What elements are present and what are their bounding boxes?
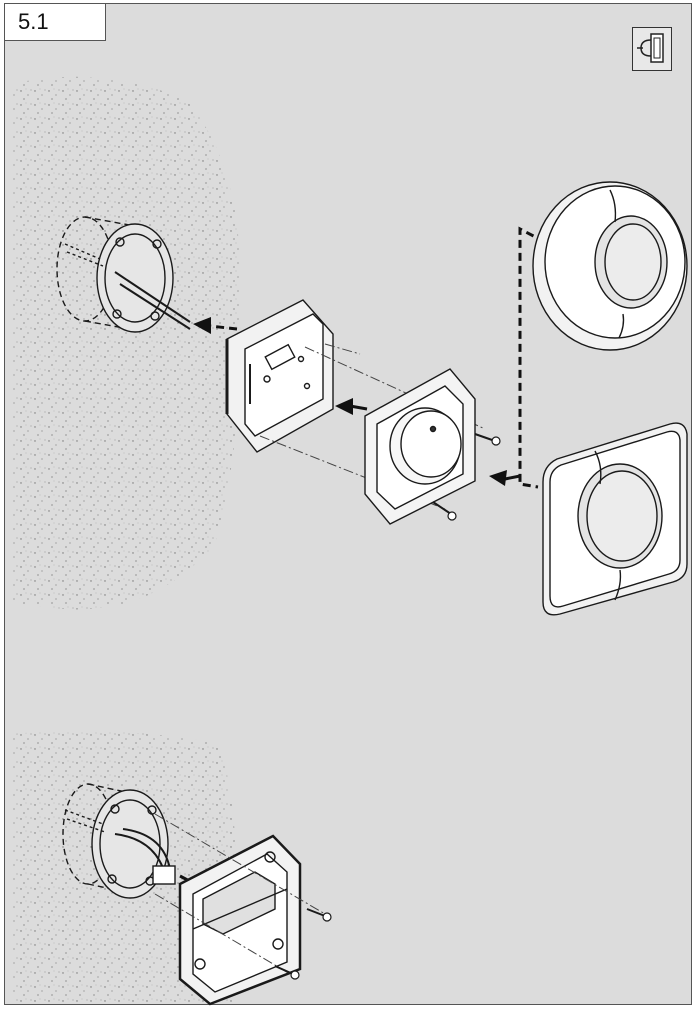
mounting-screw-upper xyxy=(306,908,332,922)
round-frame-icon xyxy=(532,181,688,351)
arrow-frame-options xyxy=(489,226,546,489)
thermostat-base-module xyxy=(225,299,334,453)
regulator-insert-with-knob xyxy=(364,368,476,525)
wall-mount-icon xyxy=(632,27,672,71)
alignment-guides-lower xyxy=(154,813,326,975)
flush-mounting-box xyxy=(56,216,191,333)
fixing-screw-right xyxy=(474,433,501,446)
fixing-screw-left xyxy=(432,501,457,521)
arrow-insert-regulator xyxy=(335,398,368,415)
mounting-screw-lower xyxy=(274,965,300,980)
flush-mounting-box-surface xyxy=(62,783,176,899)
assembly-diagram xyxy=(13,76,688,1006)
instruction-page: 5.1 xyxy=(4,3,692,1006)
wall-surface-upper xyxy=(13,76,241,610)
square-frame-icon xyxy=(542,422,688,616)
arrow-insert-module xyxy=(193,317,238,334)
step-number-label: 5.1 xyxy=(5,4,106,41)
